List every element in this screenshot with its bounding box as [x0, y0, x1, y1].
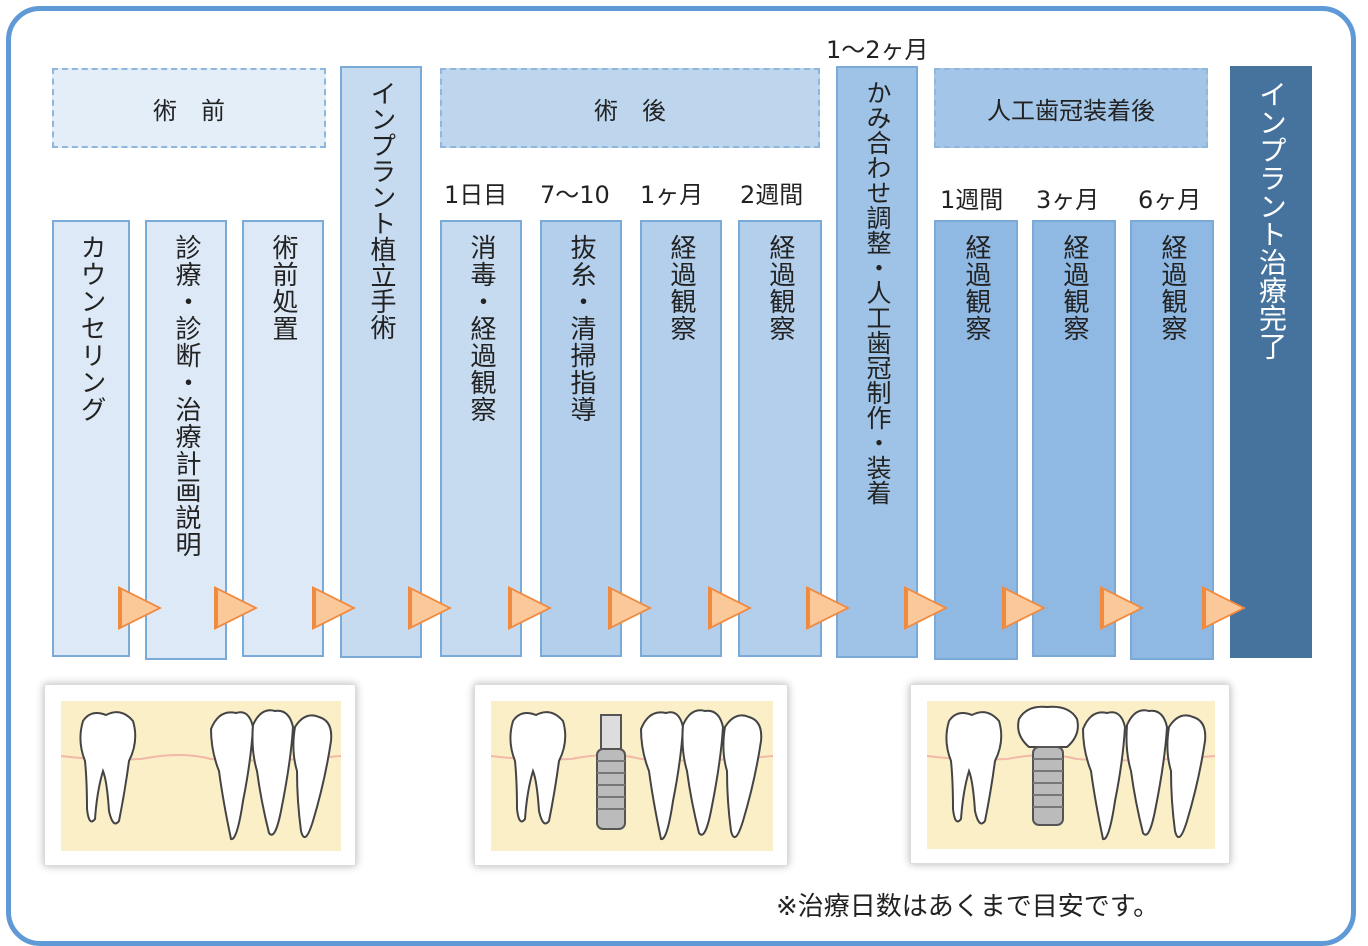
- step-label: 抜糸・清掃指導: [566, 234, 596, 423]
- interval-label: 1ヶ月: [640, 181, 704, 209]
- step-label: 消毒・経過観察: [466, 234, 496, 423]
- step-observation: 経過観察: [640, 220, 722, 657]
- phase-crown-label: 人工歯冠装着後: [987, 96, 1155, 125]
- interval-label: 7〜10: [540, 181, 610, 209]
- implant-post-illustration: [491, 701, 773, 851]
- arrow-right-icon: [1202, 586, 1246, 630]
- arrow-right-icon: [1002, 586, 1046, 630]
- step-implant-surgery: インプラント植立手術: [340, 66, 422, 658]
- step-observation: 経過観察: [1130, 220, 1214, 660]
- step-bite-adjustment: かみ合わせ調整・人工歯冠制作・装着: [836, 66, 918, 658]
- step-observation: 経過観察: [1032, 220, 1116, 657]
- interval-label: 1週間: [940, 186, 1004, 214]
- step-treatment-complete: インプラント治療完了: [1230, 66, 1312, 658]
- disclaimer-note: ※治療日数はあくまで目安です。: [776, 892, 1160, 922]
- arrow-right-icon: [214, 586, 258, 630]
- interval-label: 6ヶ月: [1138, 186, 1202, 214]
- interval-label: 2週間: [740, 181, 804, 209]
- step-label: かみ合わせ調整・人工歯冠制作・装着: [863, 80, 892, 505]
- step-label: インプラント治療完了: [1255, 80, 1288, 360]
- step-diagnosis: 診療・診断・治療計画説明: [145, 220, 227, 660]
- step-label: 経過観察: [961, 234, 991, 342]
- step-label: 術前処置: [268, 234, 298, 342]
- step-pre-treatment: 術前処置: [242, 220, 324, 657]
- arrow-right-icon: [904, 586, 948, 630]
- phase-post-label: 術 後: [594, 96, 666, 125]
- phase-pre-surgery: 術 前: [52, 68, 326, 148]
- arrow-right-icon: [118, 586, 162, 630]
- implant-crown-illustration: [927, 701, 1215, 849]
- step-suture-removal: 抜糸・清掃指導: [540, 220, 622, 657]
- illustration-implant-placed: [474, 684, 788, 866]
- step-label: カウンセリング: [76, 234, 106, 423]
- arrow-right-icon: [408, 586, 452, 630]
- step-counseling: カウンセリング: [52, 220, 130, 657]
- illustration-before-implant: [44, 684, 356, 866]
- phase-after-crown: 人工歯冠装着後: [934, 68, 1208, 148]
- step-label: 経過観察: [1059, 234, 1089, 342]
- arrow-right-icon: [806, 586, 850, 630]
- step-label: 経過観察: [666, 234, 696, 342]
- step-label: 経過観察: [765, 234, 795, 342]
- arrow-right-icon: [312, 586, 356, 630]
- arrow-right-icon: [508, 586, 552, 630]
- teeth-missing-illustration: [61, 701, 341, 851]
- interval-label-top: 1〜2ヶ月: [826, 36, 929, 64]
- step-disinfection: 消毒・経過観察: [440, 220, 522, 657]
- step-label: インプラント植立手術: [366, 80, 396, 340]
- interval-label: 3ヶ月: [1036, 186, 1100, 214]
- arrow-right-icon: [708, 586, 752, 630]
- phase-pre-label: 術 前: [153, 96, 225, 125]
- step-label: 経過観察: [1157, 234, 1187, 342]
- interval-label: 1日目: [444, 181, 508, 209]
- phase-post-surgery: 術 後: [440, 68, 820, 148]
- arrow-right-icon: [608, 586, 652, 630]
- illustration-crown-attached: [910, 684, 1230, 864]
- step-observation: 経過観察: [738, 220, 822, 657]
- step-label: 診療・診断・治療計画説明: [171, 234, 201, 558]
- arrow-right-icon: [1100, 586, 1144, 630]
